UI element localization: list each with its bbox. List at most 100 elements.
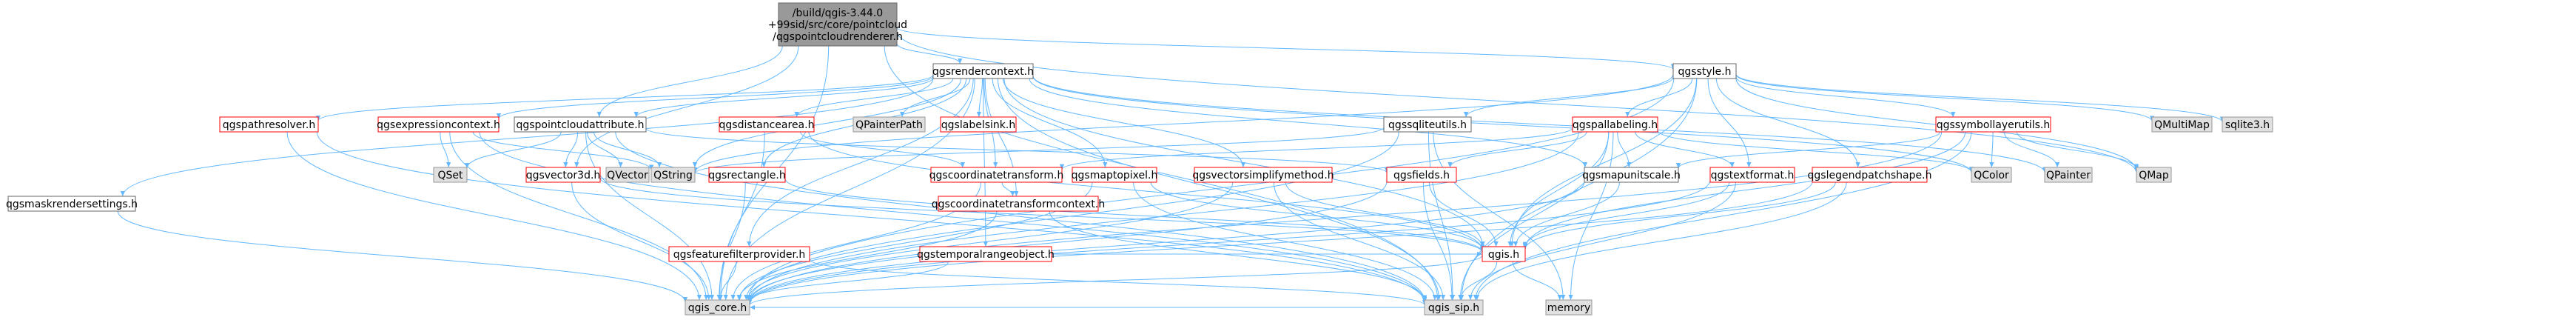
edge-pal-to-memory (1568, 131, 1614, 301)
edge-vec3d-to-core (571, 181, 712, 301)
node-ctc[interactable]: qgscoordinatetransformcontext.h (932, 196, 1105, 212)
edge-qgis-to-memory (1512, 261, 1562, 301)
node-qmultimap-box (2151, 116, 2213, 133)
edge-rc-to-mask (120, 78, 934, 197)
node-temporal[interactable]: qgstemporalrangeobject.h (917, 246, 1055, 262)
node-qpainter-box (2044, 167, 2093, 183)
edge-root-to-pca (596, 45, 783, 118)
node-path-label: qgspathresolver.h (223, 119, 315, 131)
edge-vec3d-to-qgis (599, 178, 1485, 253)
edge-sqlite-to-sip (1427, 131, 1456, 301)
edge-dist-to-core (716, 131, 765, 301)
node-rc-box (932, 63, 1034, 79)
node-fields-box (1386, 167, 1457, 183)
node-core-box (685, 299, 750, 316)
edge-style-to-textfmt (1707, 78, 1752, 168)
node-path[interactable]: qgspathresolver.h (219, 116, 319, 133)
edge-textfmt-to-core (747, 180, 1711, 304)
edge-expr-to-sip (479, 131, 1427, 302)
edge-ctc-to-sip (1049, 210, 1427, 301)
node-coordtr[interactable]: qgscoordinatetransform.h (929, 167, 1064, 183)
node-memory: memory (1545, 299, 1593, 316)
node-pal[interactable]: qgspallabeling.h (1572, 116, 1658, 133)
edge-root-to-style (896, 27, 1675, 70)
node-mapunit[interactable]: qgsmapunitscale.h (1582, 167, 1681, 183)
node-vec3d[interactable]: qgsvector3d.h (525, 167, 601, 183)
node-textfmt[interactable]: qgstextformat.h (1709, 167, 1795, 183)
node-rc[interactable]: qgsrendercontext.h (932, 63, 1034, 79)
node-temporal-label: qgstemporalrangeobject.h (917, 249, 1055, 261)
edge-style-to-symutils (1735, 76, 1956, 118)
node-fields-label: qgsfields.h (1393, 170, 1450, 181)
edge-pal-to-coordtr (1059, 127, 1573, 170)
node-symutils-label: qgssymbollayerutils.h (1937, 119, 2051, 131)
node-qmap: QMap (2136, 167, 2172, 183)
node-symutils[interactable]: qgssymbollayerutils.h (1935, 116, 2051, 133)
edge-expr-to-qset (440, 131, 451, 168)
node-mapunit-label: qgsmapunitscale.h (1582, 170, 1681, 181)
edge-textfmt-to-qgis (1522, 181, 1730, 247)
node-vsm[interactable]: qgsvectorsimplifymethod.h (1192, 167, 1334, 183)
node-m2p[interactable]: qgsmaptopixel.h (1072, 167, 1158, 183)
node-expr[interactable]: qgsexpressioncontext.h (377, 116, 500, 133)
edge-rc-to-pca (633, 77, 934, 118)
node-qmap-label: QMap (2139, 170, 2169, 181)
node-ffp[interactable]: qgsfeaturefilterprovider.h (668, 246, 810, 262)
edge-rect-to-core (716, 181, 746, 301)
edge-pca-to-core (585, 131, 715, 301)
node-root-label: /qgspointcloudrenderer.h (773, 31, 903, 43)
node-sqlite[interactable]: qgssqliteutils.h (1383, 116, 1472, 133)
edge-sqlite-to-qstring (693, 127, 1385, 174)
node-symutils-box (1935, 116, 2051, 133)
node-qgis[interactable]: qgis.h (1482, 246, 1526, 262)
node-qgis-label: qgis.h (1488, 249, 1519, 261)
node-qstring: QString (650, 167, 696, 183)
edge-pca-to-qset (464, 131, 562, 169)
node-fields[interactable]: qgsfields.h (1386, 167, 1457, 183)
node-style-label: qgsstyle.h (1678, 66, 1732, 78)
edge-fields-to-sip (1422, 181, 1455, 301)
edge-mapunit-to-qgis (1513, 181, 1620, 247)
edge-style-to-core (746, 78, 1675, 301)
edge-pca-to-vec3d (563, 131, 579, 168)
node-mask[interactable]: qgsmaskrendersettings.h (6, 196, 138, 212)
edge-rc-to-ffp (747, 78, 974, 247)
edge-pca-to-fields (645, 127, 1389, 173)
edge-rc-to-m2p (992, 78, 1108, 168)
node-dist-box (719, 116, 815, 133)
node-qcolor-box (1971, 167, 2012, 183)
edge-dist-to-qgis (808, 131, 1485, 250)
edge-symutils-to-qmap (2016, 131, 2139, 170)
node-qpainter-label: QPainter (2046, 170, 2091, 181)
node-labelsink[interactable]: qgslabelsink.h (940, 116, 1017, 133)
node-path-box (219, 116, 319, 133)
node-ctc-label: qgscoordinatetransformcontext.h (932, 199, 1105, 210)
edge-pal-to-mapunit (1617, 131, 1632, 168)
node-m2p-label: qgsmaptopixel.h (1072, 170, 1158, 181)
node-root-label: /build/qgis-3.44.0 (793, 7, 883, 19)
node-dist[interactable]: qgsdistancearea.h (719, 116, 815, 133)
edge-root-to-rc (896, 43, 963, 64)
node-sqlite-box (1383, 116, 1472, 133)
edge-style-to-qstring (692, 74, 1674, 173)
node-pca[interactable]: qgspointcloudattribute.h (514, 116, 647, 133)
node-qset-label: QSet (437, 170, 463, 181)
node-pal-label: qgspallabeling.h (1573, 119, 1658, 131)
node-ctc-box (938, 196, 1099, 212)
node-qvector: QVector (605, 167, 650, 183)
node-expr-box (377, 116, 500, 133)
node-qmultimap: QMultiMap (2151, 116, 2213, 133)
node-qcolor: QColor (1971, 167, 2012, 183)
edge-rc-to-qpainter (1032, 76, 2048, 173)
edge-ffp-to-sip (809, 259, 1427, 306)
node-rect[interactable]: qgsrectangle.h (708, 167, 786, 183)
node-legpatch-box (1812, 167, 1928, 183)
edge-rc-to-vsm (1003, 78, 1246, 168)
node-legpatch[interactable]: qgslegendpatchshape.h (1808, 167, 1932, 183)
edge-temporal-to-core (747, 261, 949, 301)
node-root[interactable]: /build/qgis-3.44.0+99sid/src/core/pointc… (768, 2, 907, 47)
node-painterpath-box (852, 116, 926, 133)
edge-pal-to-sip (1458, 131, 1610, 301)
edge-rc-to-mapunit (1029, 78, 1588, 168)
node-style[interactable]: qgsstyle.h (1672, 63, 1737, 79)
